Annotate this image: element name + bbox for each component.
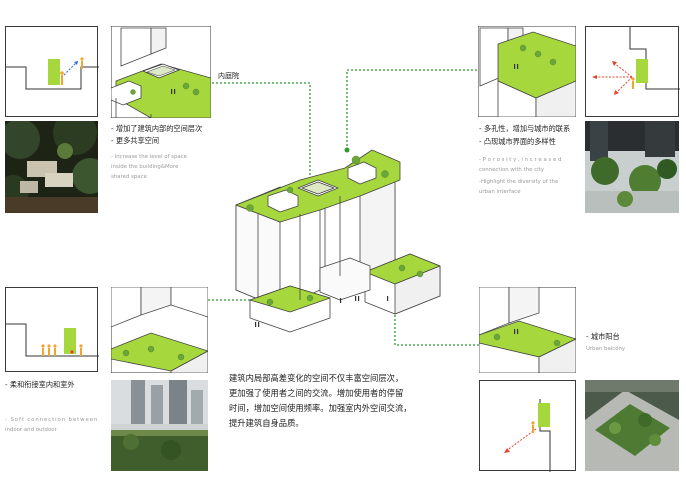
section-diagram-top-right [585, 26, 680, 117]
bottom-right-cn-1: - 城市阳台 [586, 332, 620, 341]
top-left-cn-2: - 更多共享空间 [111, 136, 160, 145]
bottom-left-en-1: - Soft connection between [5, 417, 99, 423]
detail-inner-courtyard [111, 26, 211, 118]
top-left-en-1: - Increase the level of space [111, 154, 188, 160]
photo-terrace-lounge [5, 121, 98, 213]
description-line-4: 提升建筑自身品质。 [229, 418, 304, 428]
description-line-1: 建筑内局部高差变化的空间不仅丰富空间层次， [229, 373, 404, 383]
section-diagram-bottom-right [479, 380, 576, 472]
top-right-en-2: connection with the city [479, 167, 544, 173]
description-line-2: 更加强了使用者之间的交流。增加使用者的停留 [229, 388, 404, 398]
photo-roof-garden [585, 121, 679, 213]
bottom-left-en-2: indoor and outdoor [5, 427, 57, 433]
description-line-3: 时间，增加空间使用频率。加强室内外空间交流， [229, 403, 412, 413]
top-right-en-1: - P o r o s i t y , i n c r e a s e d [479, 157, 562, 163]
top-left-en-2: inside the building&More [111, 164, 179, 170]
top-right-en-3: -Highlight the diversity of the [479, 179, 559, 185]
bottom-left-cn-1: - 柔和衔接室内和室外 [5, 380, 75, 389]
top-right-en-4: urban interface [479, 189, 521, 195]
top-left-en-3: shared space [111, 174, 147, 180]
section-diagram-bottom-left [5, 287, 99, 372]
detail-podium-terrace [111, 287, 208, 373]
top-left-cn-1: - 增加了建筑内部的空间层次 [111, 124, 203, 133]
leader-roof-right [346, 69, 505, 150]
photo-aerial-terraces [585, 380, 679, 471]
section-diagram-top-left [5, 26, 99, 117]
top-right-cn-1: - 多孔性，增加与城市的联系 [479, 124, 571, 133]
detail-urban-balcony [479, 287, 576, 373]
detail-roof-porosity [478, 26, 576, 117]
bottom-right-en-1: Urban balcony [586, 346, 626, 352]
top-right-cn-2: - 凸现城市界面的多样性 [479, 137, 556, 146]
photo-green-roof-city [111, 380, 208, 471]
label-inner-courtyard: 内庭院 [218, 72, 239, 80]
